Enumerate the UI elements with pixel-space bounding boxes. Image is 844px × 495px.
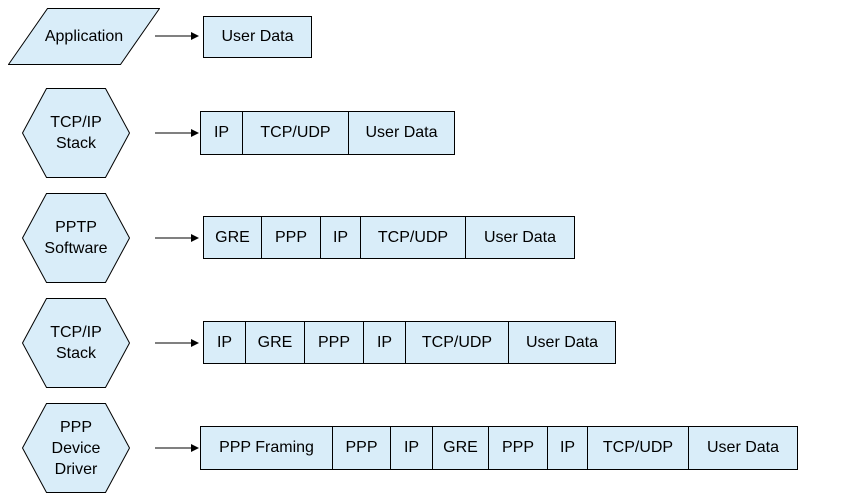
- packet-cell: PPP Framing: [200, 426, 333, 470]
- packet-cell: IP: [547, 426, 588, 470]
- shape-label: PPTP Software: [44, 219, 108, 257]
- shape-ppp-device-driver: PPP Device Driver: [22, 403, 130, 493]
- packet-cell: User Data: [203, 16, 312, 58]
- packet-cell: TCP/UDP: [405, 321, 509, 364]
- shape-label: TCP/IP Stack: [50, 324, 102, 362]
- packet-cell: GRE: [245, 321, 305, 364]
- hexagon-icon: [22, 298, 130, 388]
- shape-tcpip-stack-2: TCP/IP Stack: [22, 298, 130, 388]
- packet-cell: GRE: [203, 216, 262, 259]
- packet-cell: User Data: [688, 426, 798, 470]
- packet-cell: IP: [200, 111, 243, 155]
- flow-arrow-icon: [155, 234, 199, 242]
- shape-tcpip-stack-1: TCP/IP Stack: [22, 88, 130, 178]
- hexagon-icon: [22, 403, 130, 493]
- packet-box-row: IP TCP/UDP User Data: [200, 111, 455, 155]
- packet-cell: TCP/UDP: [587, 426, 689, 470]
- packet-cell: TCP/UDP: [360, 216, 466, 259]
- packet-cell: IP: [363, 321, 406, 364]
- packet-cell: User Data: [348, 111, 455, 155]
- packet-cell: PPP: [332, 426, 391, 470]
- shape-label: Application: [44, 28, 124, 45]
- packet-cell: User Data: [508, 321, 616, 364]
- flow-arrow-icon: [155, 129, 199, 137]
- packet-cell: IP: [390, 426, 433, 470]
- shape-label: PPP Device Driver: [51, 418, 101, 478]
- flow-arrow-icon: [155, 339, 199, 347]
- shape-application: Application: [8, 8, 160, 65]
- shape-label: TCP/IP Stack: [50, 114, 102, 152]
- packet-box-row: IP GRE PPP IP TCP/UDP User Data: [203, 321, 616, 364]
- shape-pptp-software: PPTP Software: [22, 193, 130, 283]
- packet-cell: PPP: [304, 321, 364, 364]
- packet-cell: User Data: [465, 216, 575, 259]
- packet-cell: PPP: [261, 216, 321, 259]
- hexagon-icon: [22, 88, 130, 178]
- packet-box-row: PPP Framing PPP IP GRE PPP IP TCP/UDP Us…: [200, 426, 798, 470]
- flow-arrow-icon: [155, 444, 199, 452]
- packet-box-row: User Data: [203, 16, 312, 58]
- packet-cell: PPP: [488, 426, 548, 470]
- packet-cell: TCP/UDP: [242, 111, 349, 155]
- packet-box-row: GRE PPP IP TCP/UDP User Data: [203, 216, 575, 259]
- parallelogram-icon: [8, 8, 160, 65]
- hexagon-icon: [22, 193, 130, 283]
- flow-arrow-icon: [155, 32, 199, 40]
- packet-cell: IP: [203, 321, 246, 364]
- packet-cell: IP: [320, 216, 361, 259]
- packet-cell: GRE: [432, 426, 489, 470]
